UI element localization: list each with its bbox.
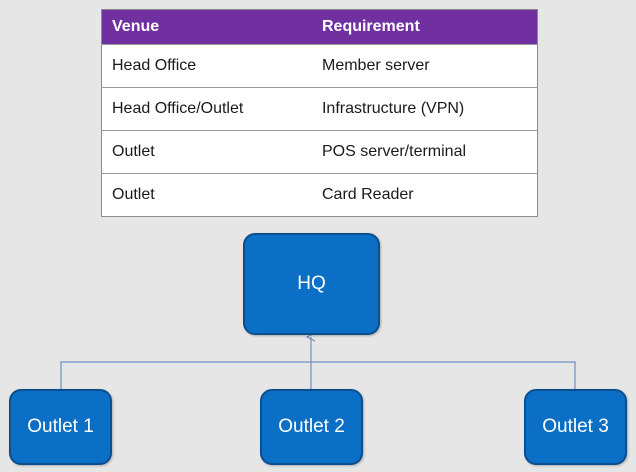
venue-cell: Outlet — [101, 173, 312, 217]
outlet-2-node: Outlet 2 — [260, 389, 363, 465]
table-header-row: Venue Requirement — [101, 9, 538, 45]
outlet-3-label: Outlet 3 — [542, 416, 609, 437]
table-row: Outlet Card Reader — [101, 173, 538, 217]
column-header-requirement: Requirement — [311, 9, 538, 45]
requirement-cell: Card Reader — [311, 173, 538, 217]
table-row: Head Office Member server — [101, 44, 538, 88]
requirement-cell: Member server — [311, 44, 538, 88]
table-row: Head Office/Outlet Infrastructure (VPN) — [101, 87, 538, 131]
outlet-2-label: Outlet 2 — [278, 416, 345, 437]
outlet-1-node: Outlet 1 — [9, 389, 112, 465]
bus-line — [60, 361, 576, 389]
venue-cell: Outlet — [101, 130, 312, 174]
venue-cell: Head Office — [101, 44, 312, 88]
table-row: Outlet POS server/terminal — [101, 130, 538, 174]
hq-label: HQ — [297, 273, 326, 294]
requirements-table: Venue Requirement Head Office Member ser… — [101, 9, 538, 217]
outlet-3-node: Outlet 3 — [524, 389, 627, 465]
column-header-venue: Venue — [101, 9, 312, 45]
requirement-cell: Infrastructure (VPN) — [311, 87, 538, 131]
outlet-1-label: Outlet 1 — [27, 416, 94, 437]
venue-cell: Head Office/Outlet — [101, 87, 312, 131]
requirement-cell: POS server/terminal — [311, 130, 538, 174]
hq-node: HQ — [243, 233, 380, 335]
